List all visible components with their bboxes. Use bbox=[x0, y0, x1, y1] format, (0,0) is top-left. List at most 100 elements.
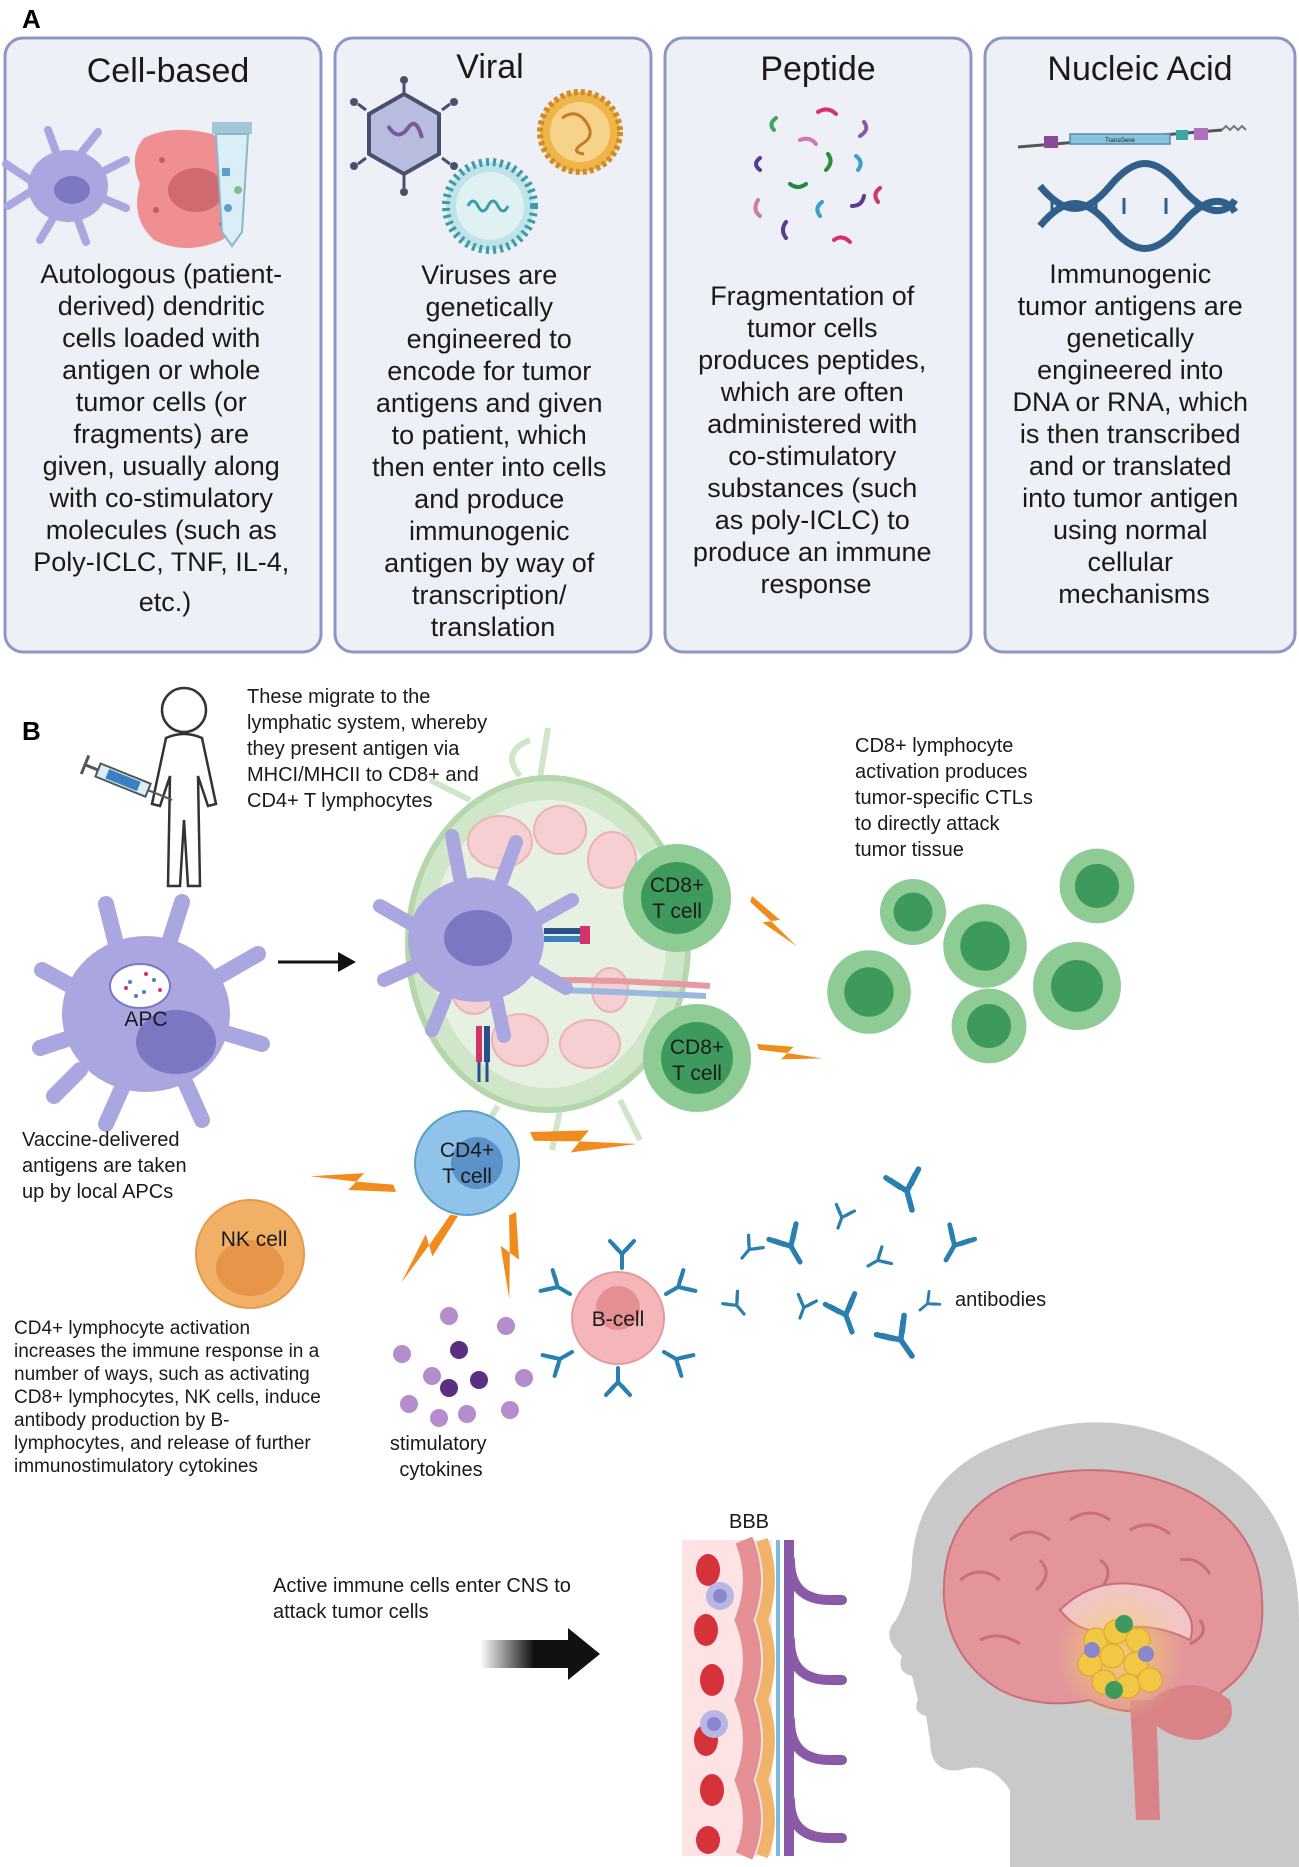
panel-title: Viral bbox=[456, 48, 523, 86]
syringe-icon bbox=[79, 754, 173, 801]
antibody-cluster bbox=[721, 1169, 975, 1365]
annotation-line: antigens are taken bbox=[22, 1155, 187, 1177]
cell-label: CD8+ bbox=[670, 1036, 724, 1059]
b-cell: B-cell bbox=[538, 1239, 698, 1397]
panel-body-line: tumor cells bbox=[747, 313, 878, 343]
child-figure-icon bbox=[150, 686, 218, 888]
cd8-t-cell-upper: CD8+ T cell bbox=[623, 844, 731, 952]
blood-brain-barrier bbox=[682, 1536, 847, 1860]
annotation-line: activation produces bbox=[855, 761, 1027, 783]
antibody-icon bbox=[733, 1233, 765, 1266]
panel-body-line: substances (such bbox=[707, 473, 917, 503]
panel-body-line: genetically bbox=[425, 292, 553, 322]
annotation-line: These migrate to the bbox=[247, 686, 430, 708]
cell-label: T cell bbox=[652, 900, 702, 923]
panel-body-line: co-stimulatory bbox=[728, 441, 897, 471]
panel-body-line: produce an immune bbox=[693, 537, 932, 567]
annotation-line: number of ways, such as activating bbox=[14, 1364, 310, 1385]
annotation-line: up by local APCs bbox=[22, 1181, 173, 1203]
panel-body-line: and or translated bbox=[1029, 451, 1232, 481]
panel-title: Peptide bbox=[760, 50, 875, 88]
antibody-icon bbox=[789, 1292, 819, 1323]
annotation-line: CD4+ T lymphocytes bbox=[247, 790, 432, 812]
panel-body-line: molecules (such as bbox=[46, 515, 277, 545]
panel-body-line: response bbox=[760, 569, 871, 599]
lightning-icon bbox=[401, 1208, 458, 1291]
panel-body-line: encode for tumor bbox=[387, 356, 591, 386]
cytokine-cluster bbox=[393, 1307, 533, 1427]
panel-viral: Viral Viruses are genetically engineered… bbox=[333, 36, 653, 654]
hexagon-virus-icon bbox=[350, 76, 458, 196]
apc-label: APC bbox=[124, 1008, 167, 1031]
mrna-construct-icon: TransGene bbox=[1017, 124, 1247, 149]
cell-label: CD4+ bbox=[440, 1139, 494, 1162]
panel-box bbox=[333, 36, 653, 654]
annotation-line: tumor tissue bbox=[855, 839, 964, 861]
dendritic-cell-lymph bbox=[373, 829, 579, 1043]
dna-tag-label: TransGene bbox=[1105, 138, 1135, 144]
panel-body: Viruses are genetically engineered to en… bbox=[372, 260, 614, 642]
nk-label: NK cell bbox=[221, 1228, 288, 1251]
spherical-virus-icon bbox=[537, 89, 623, 175]
annotation-line: Vaccine-delivered bbox=[22, 1129, 180, 1151]
lightning-icon bbox=[741, 896, 808, 947]
panel-body-line: is then transcribed bbox=[1020, 419, 1241, 449]
lightning-icon bbox=[476, 1212, 550, 1300]
antibodies-label: antibodies bbox=[955, 1289, 1046, 1311]
panel-body-line: given, usually along bbox=[43, 451, 280, 481]
annotation-line: attack tumor cells bbox=[273, 1601, 429, 1623]
annotation-line: they present antigen via bbox=[247, 738, 460, 760]
panel-body-line: into tumor antigen bbox=[1022, 483, 1238, 513]
panel-body-line: tumor cells (or bbox=[76, 387, 247, 417]
annotation-line: MHCI/MHCII to CD8+ and bbox=[247, 764, 479, 786]
b-cell-label: B-cell bbox=[592, 1308, 645, 1331]
panel-body-line: Immunogenic bbox=[1049, 259, 1211, 289]
mhc-receptor-icon bbox=[476, 926, 590, 1082]
apc-cell: APC bbox=[32, 894, 270, 1132]
annotation-line: tumor-specific CTLs bbox=[855, 787, 1033, 809]
panel-body-line: etc.) bbox=[139, 587, 192, 617]
antibody-icon bbox=[721, 1289, 753, 1322]
antibody-icon bbox=[861, 1245, 894, 1276]
annotation-line: antibody production by B- bbox=[14, 1410, 229, 1431]
antibody-icon bbox=[913, 1290, 942, 1318]
panel-body-line: Autologous (patient- bbox=[40, 259, 282, 289]
antibody-icon bbox=[877, 1315, 926, 1365]
cell-label: CD8+ bbox=[650, 874, 704, 897]
panel-body-line: antigen or whole bbox=[62, 355, 260, 385]
annotation-line: stimulatory bbox=[390, 1433, 487, 1455]
nk-cell: NK cell bbox=[195, 1199, 305, 1309]
panel-b-label: B bbox=[22, 716, 41, 746]
panel-body-line: Fragmentation of bbox=[710, 281, 915, 311]
panel-body-line: genetically bbox=[1066, 323, 1194, 353]
panel-nucleic-acid: Nucleic Acid TransGene Immunogenic tumor… bbox=[983, 36, 1297, 654]
panel-body: Immunogenic tumor antigens are genetical… bbox=[1012, 259, 1255, 609]
antibody-icon bbox=[827, 1202, 857, 1233]
cell-label: T cell bbox=[442, 1165, 492, 1188]
panel-body-line: with co-stimulatory bbox=[48, 483, 273, 513]
panel-peptide: Peptide Fragmentation of tumor cells pro… bbox=[663, 36, 973, 654]
dendritic-cell-icon bbox=[2, 126, 130, 246]
cd8-annotation: CD8+ lymphocyte activation produces tumo… bbox=[855, 735, 1038, 861]
panel-body-line: engineered to bbox=[407, 324, 572, 354]
panel-a-label: A bbox=[22, 4, 41, 34]
ctl-cell bbox=[1033, 942, 1121, 1030]
panel-body-line: antigens and given bbox=[376, 388, 603, 418]
annotation-line: CD8+ lymphocyte bbox=[855, 735, 1013, 757]
annotation-line: cytokines bbox=[399, 1459, 482, 1481]
panel-body: Autologous (patient- derived) dendritic … bbox=[33, 259, 297, 617]
panel-body-line: Poly-ICLC, TNF, IL-4, bbox=[33, 547, 289, 577]
panel-body-line: derived) dendritic bbox=[58, 291, 265, 321]
annotation-line: CD4+ lymphocyte activation bbox=[14, 1318, 250, 1339]
panel-body-line: fragments) are bbox=[73, 419, 249, 449]
panel-body-line: as poly-ICLC) to bbox=[715, 505, 910, 535]
panel-body-line: and produce bbox=[414, 484, 564, 514]
brain-icon bbox=[942, 1469, 1264, 1820]
cell-label: T cell bbox=[672, 1062, 722, 1085]
panel-body-line: translation bbox=[431, 612, 556, 642]
annotation-line: lymphocytes, and release of further bbox=[14, 1433, 311, 1454]
panel-body-line: which are often bbox=[720, 377, 904, 407]
tumor-cell-icon bbox=[134, 129, 244, 248]
panel-body-line: cellular bbox=[1087, 547, 1173, 577]
